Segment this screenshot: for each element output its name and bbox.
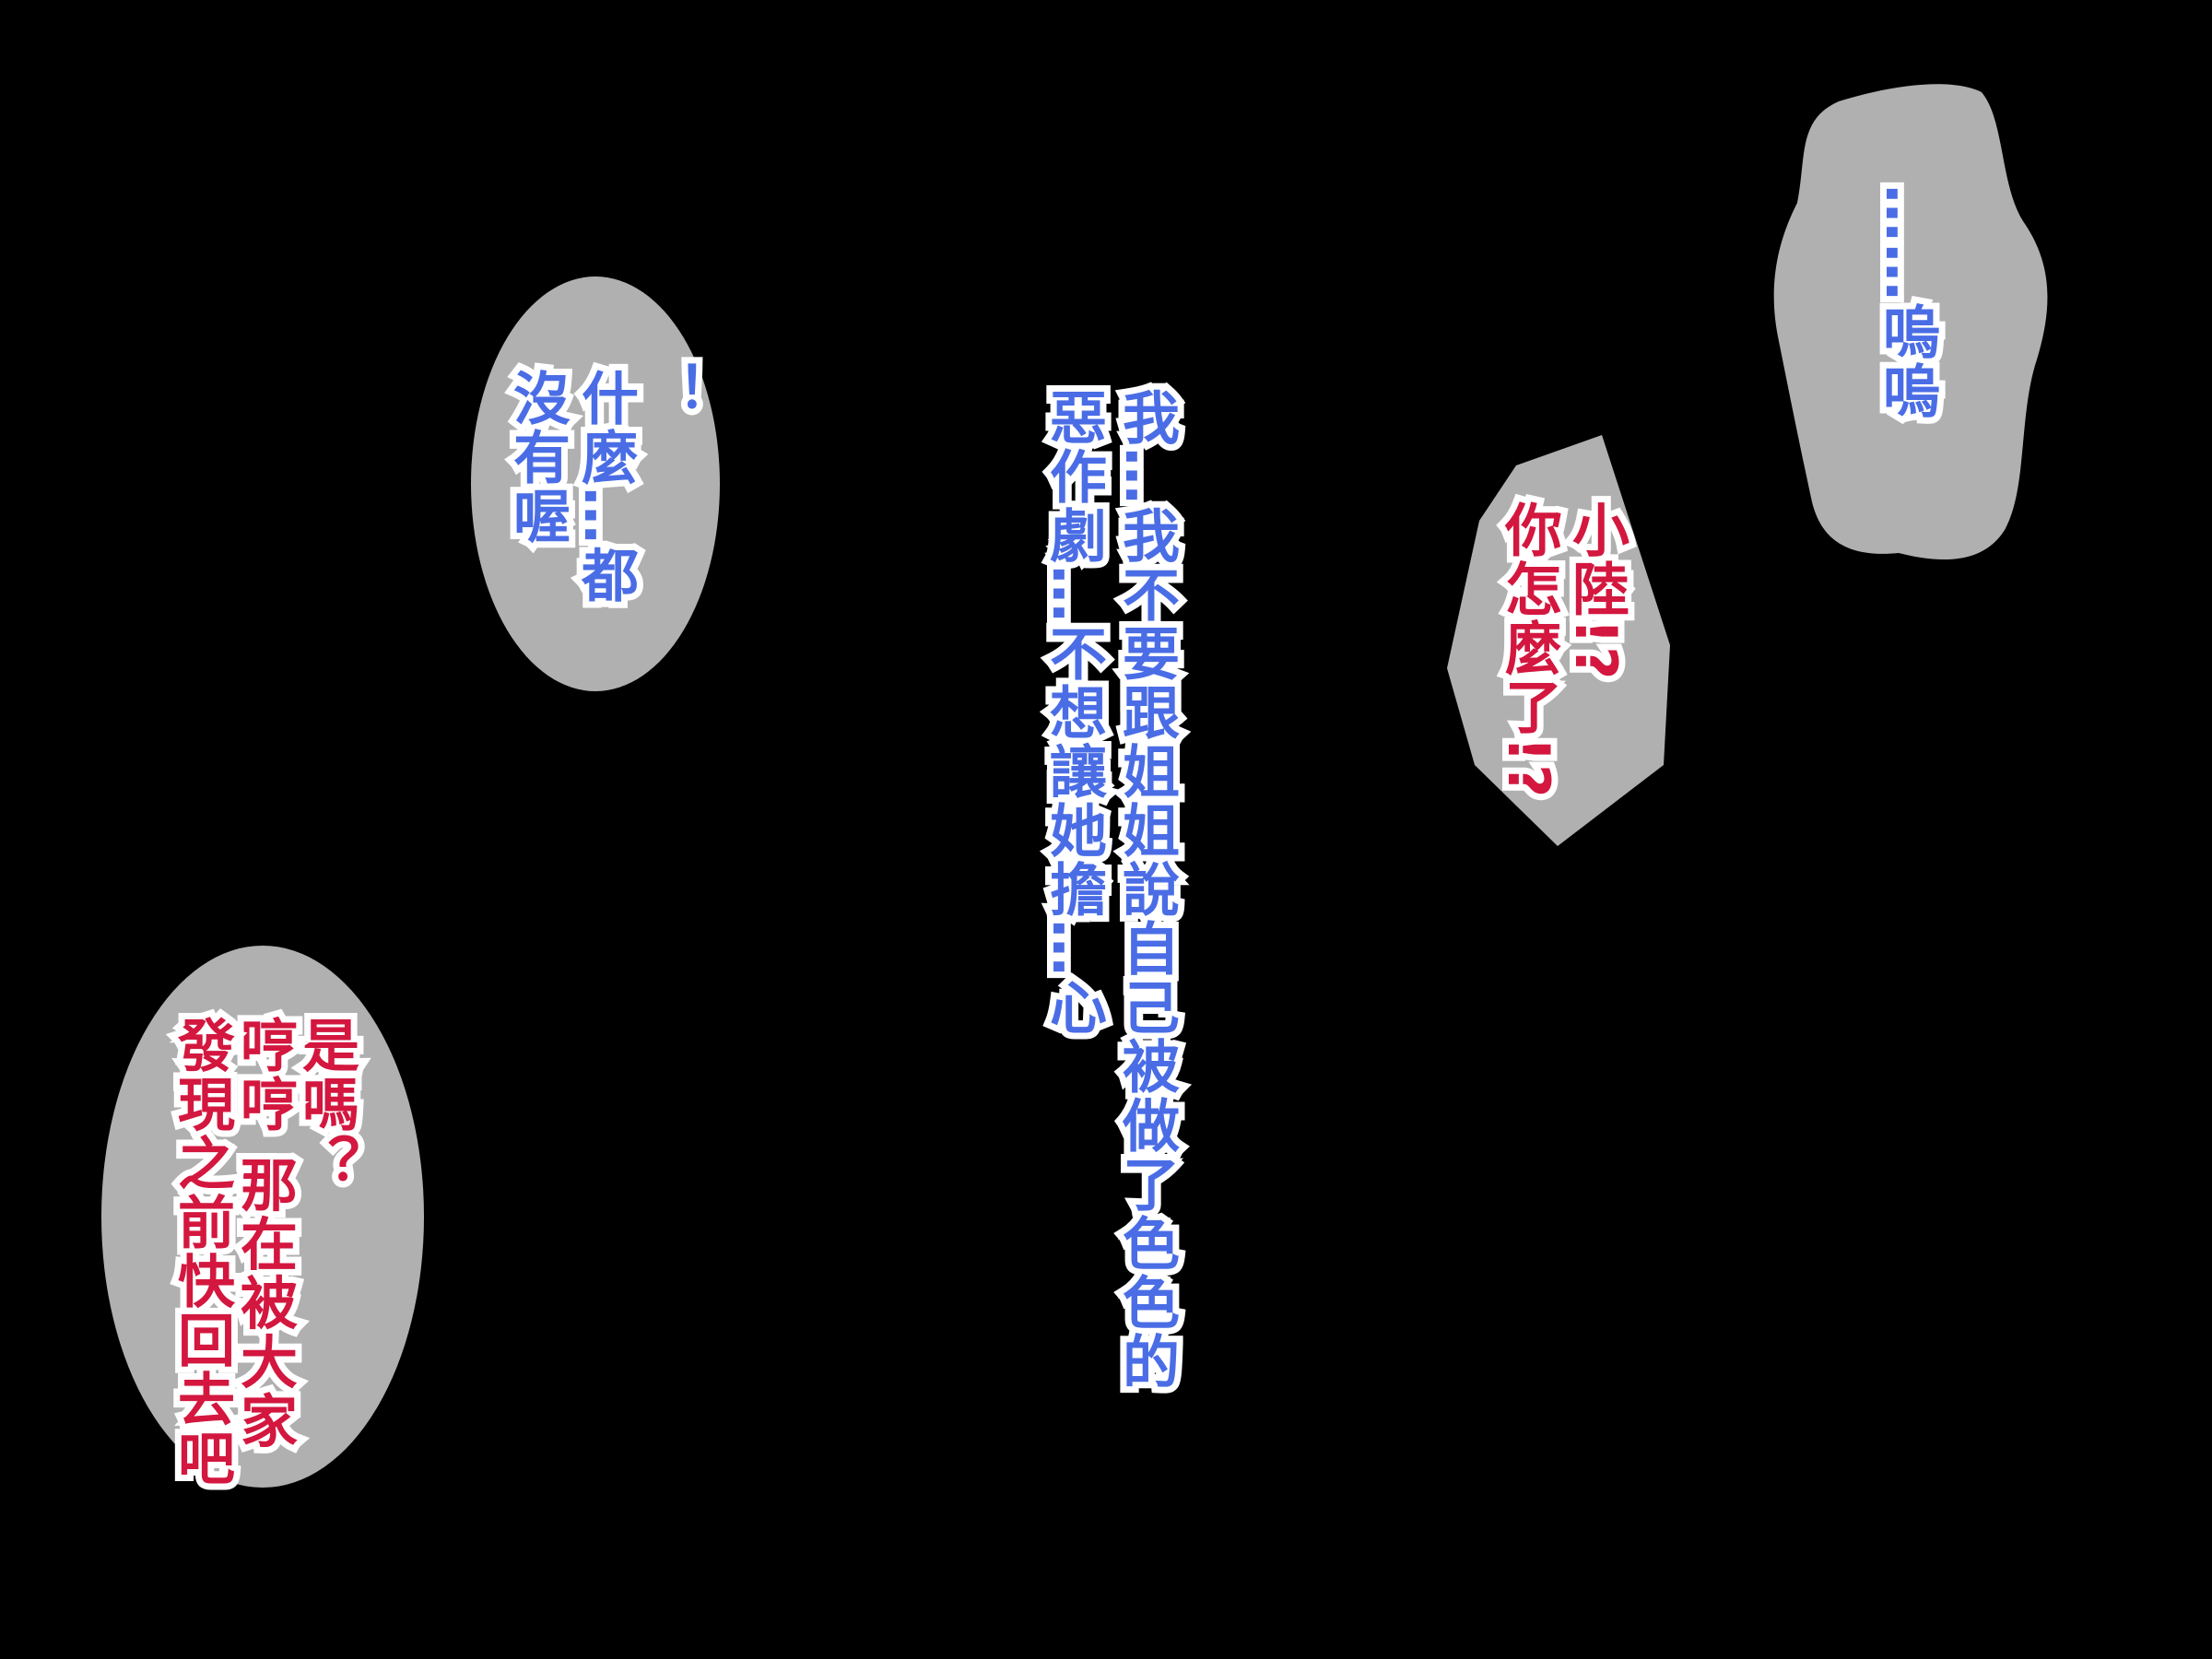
bubble-top-left — [471, 276, 720, 691]
bubble-bottom-left — [101, 946, 424, 1488]
dialogue-line: 你怎麼了!? — [1488, 494, 1569, 806]
dialogue-line: 是嗎？ — [286, 1009, 366, 1199]
bubble-middle-right — [1447, 435, 1670, 846]
dialogue-line: 沒有喔 — [497, 362, 577, 552]
dialogue-line: ……嗚嗚 — [1866, 178, 1947, 427]
monologue-line: 惡作劇…不想讓她擔…心 — [1033, 382, 1113, 1043]
bubble-top-right — [1773, 84, 2048, 560]
dialogue-line: 小陸!? — [1556, 494, 1636, 688]
dialogue-line: 發現之前快回去吧 — [161, 1009, 241, 1494]
monologue-line: 我…我不要跟姐姐說自己被做了色色的 — [1106, 382, 1186, 1397]
dialogue-line: 什麼…都 — [565, 362, 645, 611]
exclamation-column: ！ — [634, 355, 714, 427]
dialogue-line: 哼哼 那在被大家 — [224, 1009, 304, 1457]
